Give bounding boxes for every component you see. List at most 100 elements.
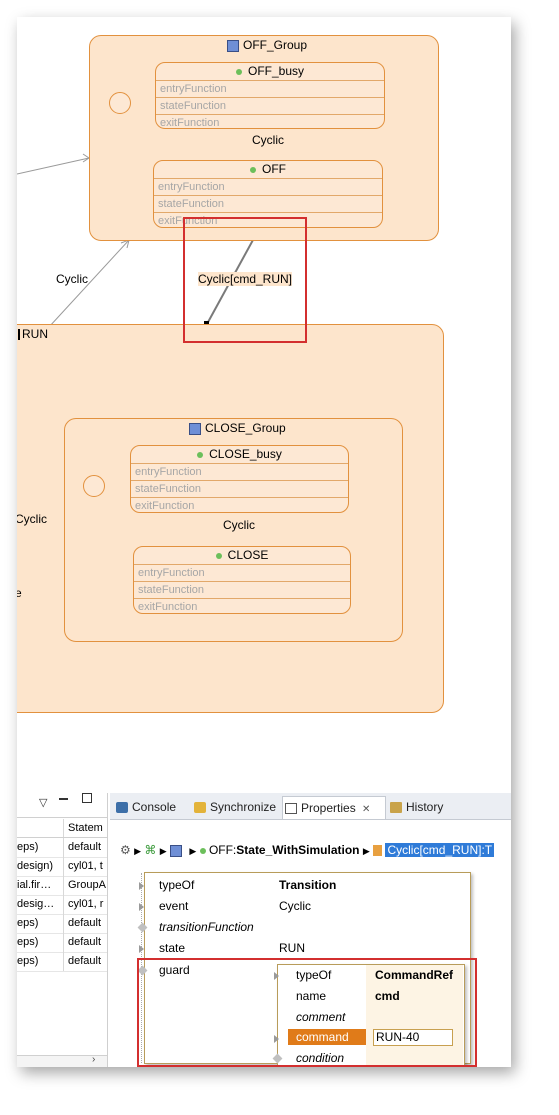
horizontal-scrollbar[interactable]: › [17,1054,107,1067]
prop-key-transition-function: transitionFunction [159,920,254,934]
console-icon [116,802,128,814]
table-cell-statemachine: default [63,838,107,857]
close-busy-state[interactable]: CLOSE_busy entryFunction stateFunction e… [130,445,349,513]
table-row[interactable]: eps) default [17,838,107,858]
close-initial-state[interactable] [83,475,105,497]
off-busy-entry-function[interactable]: entryFunction [156,80,384,97]
guard-key-typeof: typeOf [296,968,332,982]
guard-value-typeof[interactable]: CommandRef [375,968,454,982]
table-row[interactable]: desig… cyl01, r [17,895,107,915]
breadcrumb-separator-icon: ▶ [189,846,197,856]
table-cell-name: desig… [17,898,55,910]
minimize-icon[interactable] [59,798,68,800]
selected-transition-highlight [183,217,307,343]
table-cell-name: eps) [17,917,39,929]
tool-icon[interactable]: ⚙ [120,843,131,857]
off-state-function[interactable]: stateFunction [154,195,382,212]
table-row[interactable]: ial.fir… GroupA [17,876,107,896]
transition-icon [373,845,383,857]
guard-value-command-input[interactable]: RUN-40 [373,1029,453,1046]
tab-properties[interactable]: Properties ✕ [282,796,386,819]
prop-key-event: event [159,899,189,913]
prop-key-guard: guard [159,963,190,977]
table-row[interactable]: eps) default [17,933,107,953]
state-dot-icon [197,451,204,458]
table-cell-statemachine: GroupA [63,876,107,895]
panel-divider [17,817,107,818]
prop-key-state: state [159,941,186,955]
tab-history[interactable]: History [388,796,443,818]
expand-icon[interactable] [274,972,279,980]
table-cell-name: design) [17,860,54,872]
close-busy-state-function[interactable]: stateFunction [131,480,348,497]
close-cyclic-label[interactable]: Cyclic [223,518,255,532]
selected-transition-label[interactable]: Cyclic[cmd_RUN] [198,272,293,286]
table-cell-name: eps) [17,936,39,948]
left-cyclic-label[interactable]: Cyclic [56,272,88,286]
table-cell-statemachine: default [63,933,107,952]
state-dot-icon [215,552,222,559]
guard-value-name[interactable]: cmd [375,989,400,1003]
guard-key-condition: condition [296,1051,345,1065]
guard-highlight [137,958,477,1067]
breadcrumb-state[interactable]: OFF:State_WithSimulation [208,843,360,857]
maximize-icon[interactable] [82,793,92,803]
scroll-right-icon[interactable]: › [92,1054,96,1065]
prop-value-event[interactable]: Cyclic [279,899,311,913]
table-cell-statemachine: cyl01, r [63,895,107,914]
table-cell-name: ial.fir… [17,879,52,891]
table-row[interactable]: design) cyl01, t [17,857,107,877]
off-busy-state-function[interactable]: stateFunction [156,97,384,114]
off-entry-function[interactable]: entryFunction [154,178,382,195]
off-group-title: OFF_Group [227,38,307,52]
expand-icon[interactable] [139,945,144,953]
close-exit-function[interactable]: exitFunction [134,598,350,613]
off-initial-state[interactable] [109,92,131,114]
breadcrumb-separator-icon: ▶ [134,846,142,856]
close-state[interactable]: CLOSE entryFunction stateFunction exitFu… [133,546,351,614]
tab-synchronize[interactable]: Synchronize [192,796,276,818]
expand-icon[interactable] [274,1035,279,1043]
table-row[interactable]: eps)default [17,914,107,934]
guard-key-command[interactable]: command [288,1029,366,1045]
network-icon[interactable]: ⌘ [144,843,157,857]
group-icon [227,39,239,52]
close-entry-function[interactable]: entryFunction [134,564,350,581]
expand-icon[interactable] [139,903,144,911]
state-diagram-canvas[interactable]: OFF_Group OFF_busy entryFunction stateFu… [17,17,511,787]
state-dot-icon [235,68,242,75]
off-busy-state[interactable]: OFF_busy entryFunction stateFunction exi… [155,62,385,129]
table-row[interactable]: eps) default [17,952,107,972]
state-dot-icon [199,847,206,854]
close-state-function[interactable]: stateFunction [134,581,350,598]
off-state[interactable]: OFF entryFunction stateFunction exitFunc… [153,160,383,228]
off-header: OFF [154,161,382,178]
close-busy-entry-function[interactable]: entryFunction [131,463,348,480]
state-dot-icon [250,166,256,173]
close-header: CLOSE [134,547,350,564]
left-cyclic-label-2[interactable]: Cyclic [17,512,47,526]
group-icon[interactable] [169,844,182,857]
prop-value-typeof[interactable]: Transition [279,878,337,892]
off-busy-header: OFF_busy [156,63,384,80]
table-cell-name: eps) [17,841,39,853]
table-cell-statemachine: default [63,952,107,971]
properties-icon [285,803,297,815]
table-cell-statemachine: cyl01, t [63,857,107,876]
off-busy-exit-function[interactable]: exitFunction [156,114,384,128]
off-cyclic-label[interactable]: Cyclic [252,133,284,147]
prop-value-state[interactable]: RUN [279,941,305,955]
breadcrumb-selected-transition[interactable]: Cyclic[cmd_RUN]:T [385,843,495,857]
guard-value-column [366,965,463,1067]
close-busy-exit-function[interactable]: exitFunction [131,497,348,512]
expand-icon[interactable] [139,882,144,890]
tab-console[interactable]: Console [114,796,176,818]
synchronize-icon [194,802,206,814]
close-tab-icon[interactable]: ✕ [362,804,371,815]
screenshot-frame: OFF_Group OFF_busy entryFunction stateFu… [17,17,511,1067]
group-icon [189,422,201,435]
table-cell-name: eps) [17,955,39,967]
column-header-statemachine[interactable]: Statem [63,819,107,837]
view-menu-icon[interactable]: ▽ [39,797,48,809]
